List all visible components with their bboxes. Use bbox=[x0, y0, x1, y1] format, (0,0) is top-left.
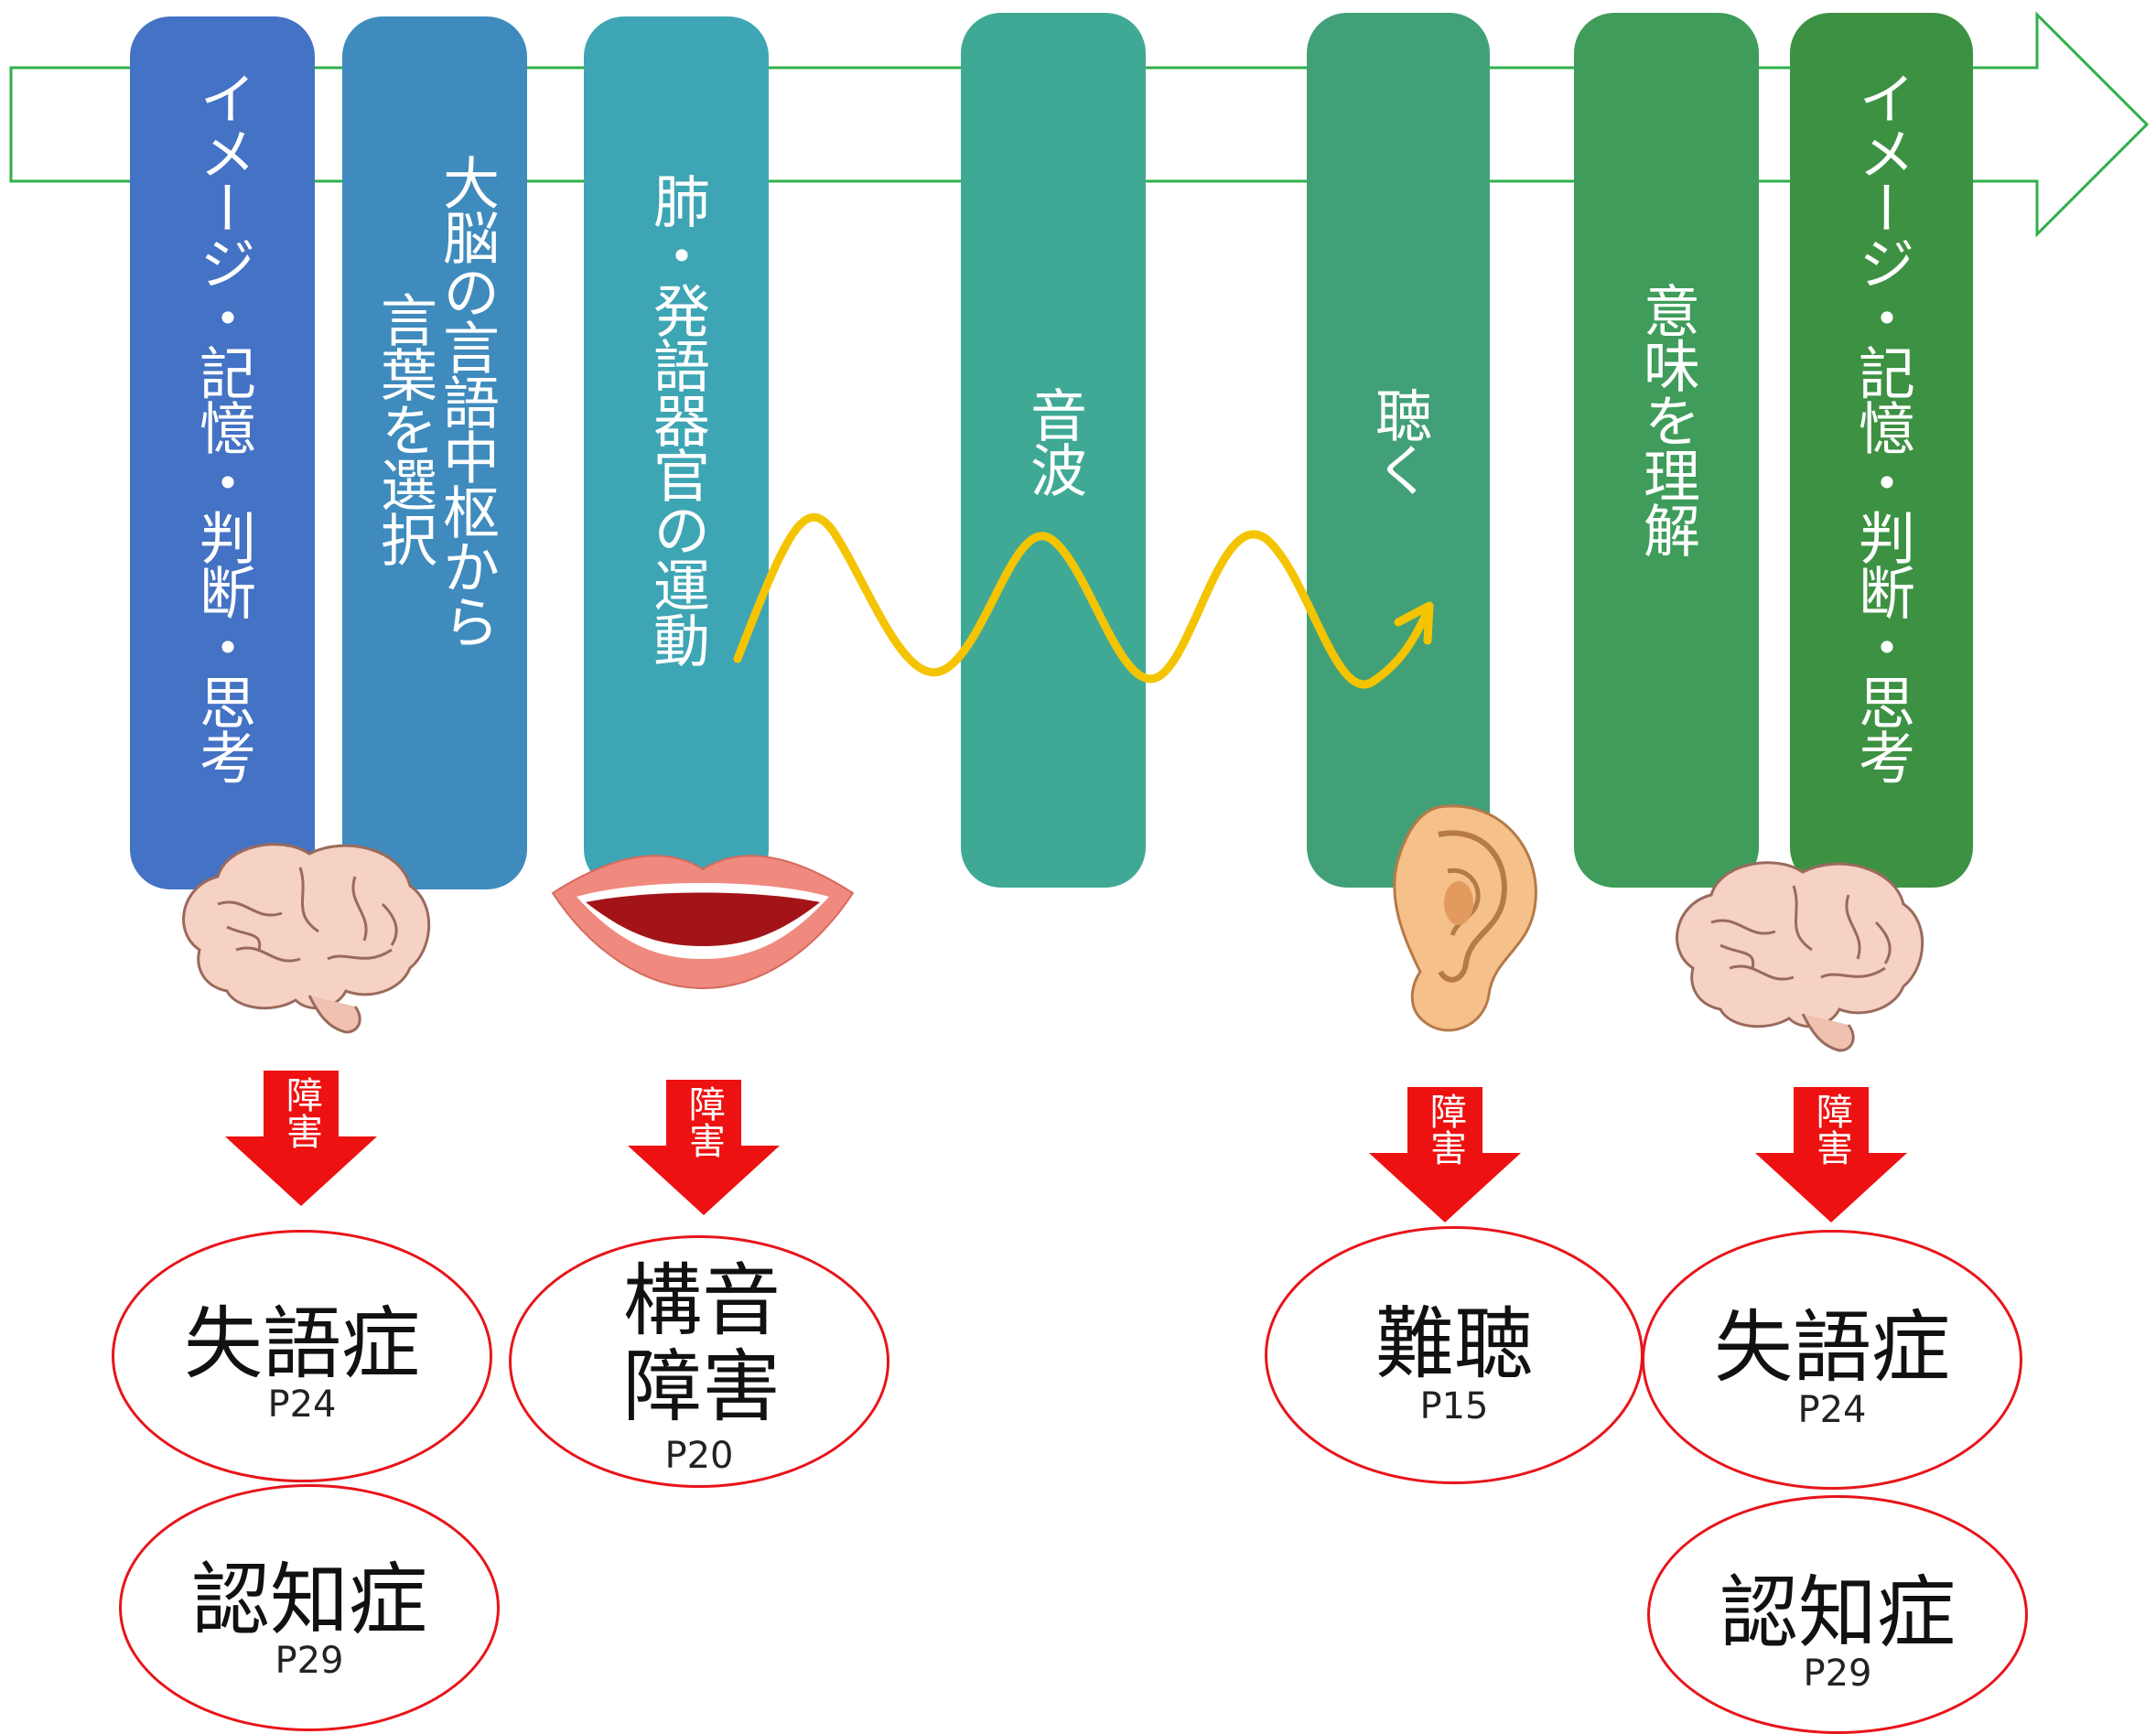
stage-label: 言葉を選択 bbox=[371, 291, 437, 565]
disorder-arrow-label: 障害 bbox=[280, 1076, 322, 1149]
down-arrow-icon bbox=[628, 1080, 780, 1215]
brain-icon bbox=[182, 843, 431, 1034]
stage-label: 大脳の言語中枢から bbox=[433, 154, 500, 648]
disorder-name: 失語症 bbox=[1714, 1302, 1950, 1394]
disorder-arrow-label: 障害 bbox=[1810, 1093, 1852, 1166]
stage-hearing: 聴く bbox=[1307, 13, 1490, 888]
disorder-page: P24 bbox=[267, 1384, 337, 1426]
stage-image-memory-thinking: イメージ・記憶・判断・思考 bbox=[130, 16, 315, 889]
ear-icon bbox=[1393, 804, 1537, 1032]
stage-label: 意味を理解 bbox=[1633, 282, 1700, 556]
disorder-dysarthria: 構音障害 P20 bbox=[509, 1235, 889, 1488]
down-arrow-icon bbox=[1369, 1087, 1521, 1222]
stage-label: イメージ・記憶・判断・思考 bbox=[189, 70, 256, 783]
disorder-arrow-4: 障害 bbox=[1753, 1087, 1909, 1224]
disorder-page: P20 bbox=[664, 1435, 734, 1477]
stage-label: 肺・発語器官の運動 bbox=[643, 172, 710, 666]
disorder-page: P24 bbox=[1797, 1389, 1867, 1431]
stage-articulation-organs: 肺・発語器官の運動 bbox=[584, 16, 769, 889]
disorder-aphasia: 失語症 P24 bbox=[112, 1230, 492, 1482]
disorder-name: 認知症 bbox=[1719, 1567, 1956, 1659]
down-arrow-icon bbox=[225, 1071, 377, 1206]
disorder-hearing-loss: 難聴 P15 bbox=[1265, 1226, 1644, 1484]
disorder-name: 認知症 bbox=[191, 1555, 427, 1646]
stage-language-center: 大脳の言語中枢から 言葉を選択 bbox=[342, 16, 527, 889]
stage-label: 聴く bbox=[1365, 386, 1432, 496]
disorder-arrow-2: 障害 bbox=[626, 1080, 782, 1217]
disorder-name: 失語症 bbox=[184, 1298, 420, 1390]
disorder-dementia-2: 認知症 P29 bbox=[1647, 1495, 2028, 1734]
brain-icon bbox=[1676, 861, 1924, 1052]
disorder-arrow-label: 障害 bbox=[683, 1085, 725, 1158]
stage-label: 音波 bbox=[1020, 386, 1087, 496]
disorder-arrow-label: 障害 bbox=[1424, 1093, 1466, 1166]
stage-label: イメージ・記憶・判断・思考 bbox=[1849, 70, 1915, 783]
stage-understand-meaning: 意味を理解 bbox=[1574, 13, 1759, 888]
disorder-dementia: 認知症 P29 bbox=[119, 1484, 500, 1731]
disorder-page: P15 bbox=[1419, 1385, 1489, 1427]
disorder-name: 構音障害 bbox=[623, 1255, 781, 1433]
disorder-arrow-3: 障害 bbox=[1367, 1087, 1523, 1224]
disorder-arrow-1: 障害 bbox=[223, 1071, 379, 1208]
mouth-icon bbox=[551, 855, 855, 990]
disorder-aphasia-2: 失語症 P24 bbox=[1642, 1230, 2022, 1490]
down-arrow-icon bbox=[1755, 1087, 1907, 1222]
disorder-page: P29 bbox=[1803, 1653, 1872, 1695]
stage-sound-wave: 音波 bbox=[961, 13, 1146, 888]
disorder-page: P29 bbox=[275, 1640, 344, 1682]
stage-image-memory-thinking-2: イメージ・記憶・判断・思考 bbox=[1790, 13, 1973, 888]
disorder-name: 難聴 bbox=[1375, 1298, 1533, 1390]
